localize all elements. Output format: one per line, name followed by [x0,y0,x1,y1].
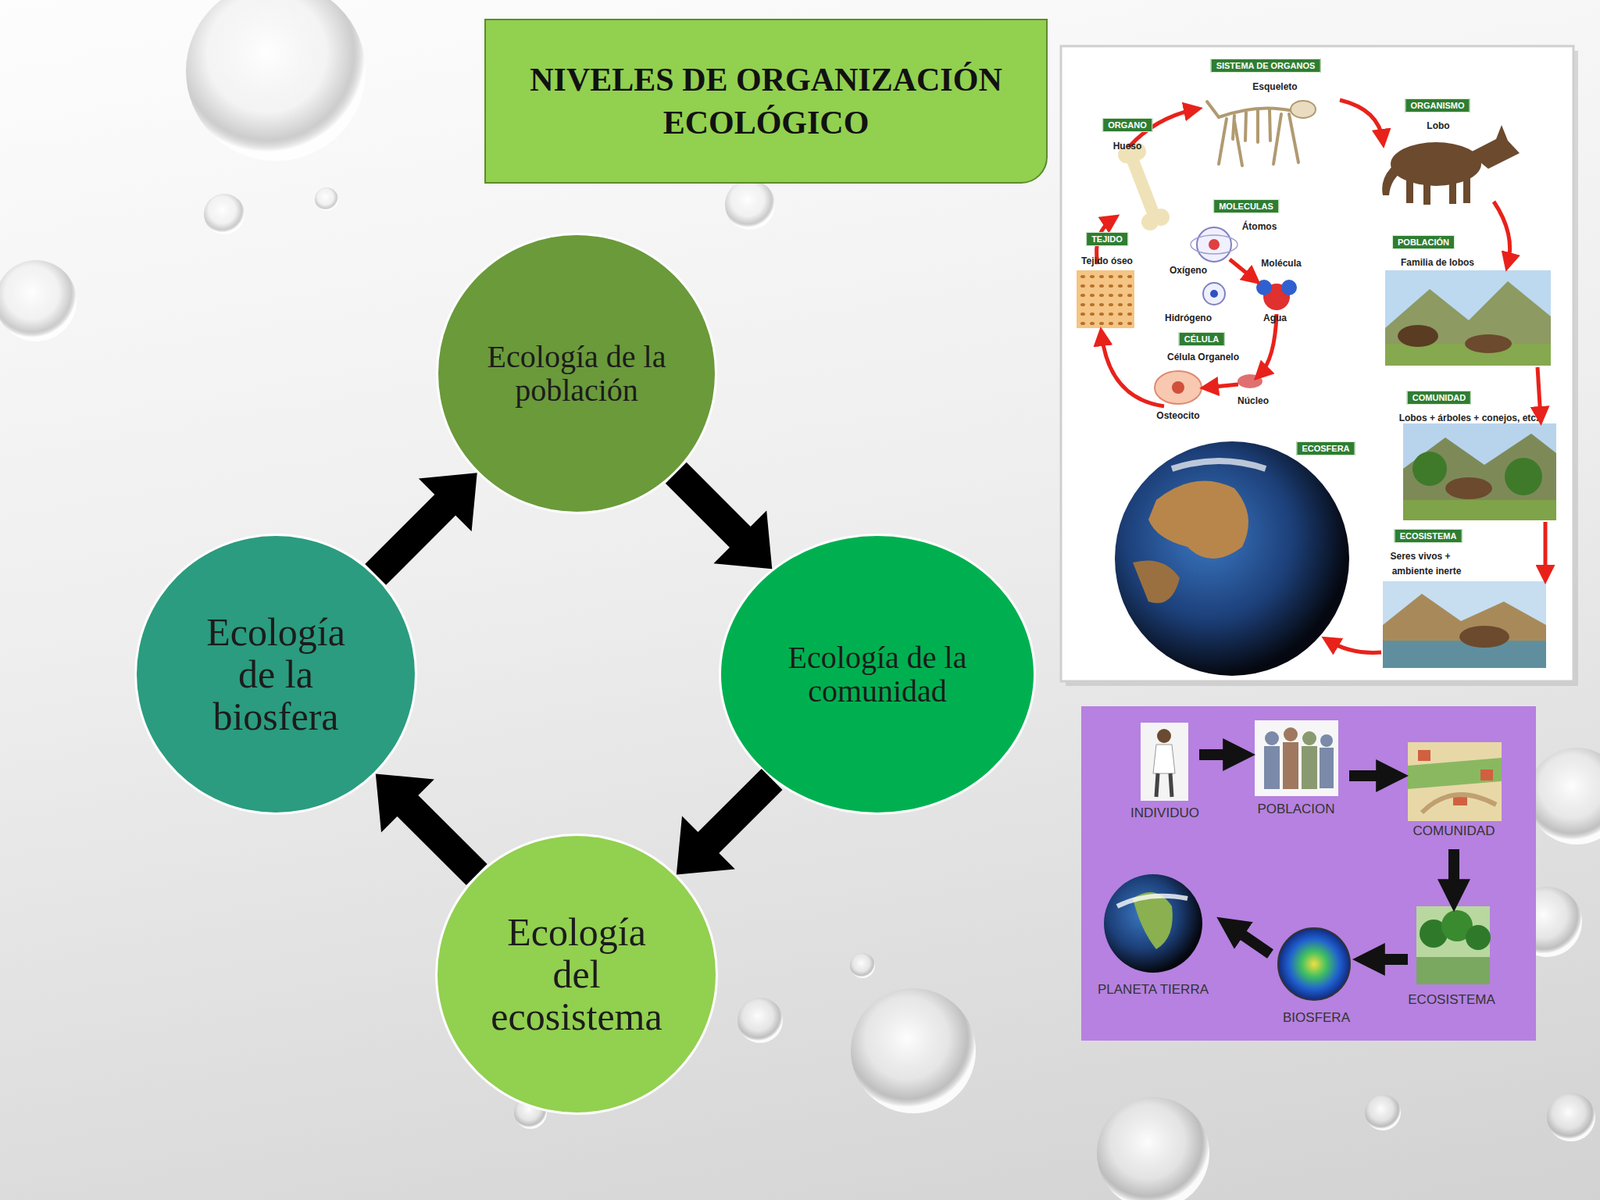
block-arrow [375,774,488,886]
level-tag: ORGANISMO [1404,98,1470,113]
figure-label: POBLACION [1257,801,1335,818]
figure-label: PLANETA TIERRA [1097,982,1209,998]
figure-label: Hidrógeno [1164,312,1212,324]
level-text: Ecología de la comunidad [766,640,990,708]
levels-illustration [1060,46,1579,686]
figure-label: BIOSFERA [1282,1010,1350,1026]
figure-label: ambiente inerte [1392,565,1462,577]
level-tag: SISTEMA DE ORGANOS [1210,58,1322,73]
figure-label: Seres vivos + [1389,550,1450,562]
figure-label: Hueso [1113,140,1143,152]
figure-label: ECOSISTEMA [1407,992,1495,1008]
level-tag: ORGANO [1102,117,1153,133]
level-tag: CÉLULA [1178,332,1225,347]
title-text: NIVELES DE ORGANIZACIÓN ECOLÓGICO [516,58,1017,144]
hierarchy-illustration [1081,706,1536,1041]
arrow-shape [364,472,478,586]
figure-label: Lobo [1426,120,1450,132]
figure-label: Átomos [1242,221,1278,233]
level-text: Ecología de la biosfera [189,610,363,738]
arrow-shape [375,774,488,886]
title-box: NIVELES DE ORGANIZACIÓN ECOLÓGICO [484,18,1048,184]
block-arrow [364,472,478,586]
block-arrow [665,462,773,570]
level-circle: Ecología del ecosistema [435,833,718,1115]
level-tag: POBLACIÓN [1392,235,1455,250]
level-circle: Ecología de la población [435,232,718,515]
level-circle: Ecología de la biosfera [134,533,418,815]
block-arrow [676,768,783,875]
figure-label: Tejido óseo [1081,255,1133,267]
level-tag: TEJIDO [1085,232,1129,247]
figure-label: Agua [1263,312,1287,324]
figure-label: Núcleo [1237,395,1269,407]
level-circle: Ecología de la comunidad [718,533,1036,815]
figure-label: Esqueleto [1252,81,1297,93]
figure-label: COMUNIDAD [1413,823,1496,840]
level-tag: COMUNIDAD [1407,390,1472,405]
figure-label: Familia de lobos [1400,257,1475,268]
figure-label: Molécula [1260,257,1301,269]
level-tag: MOLECULAS [1213,199,1279,214]
level-tag: ECOSISTEMA [1394,528,1463,543]
figure-label: Célula Organelo [1167,351,1240,363]
figure-label: Osteocito [1156,410,1200,422]
arrow-shape [665,462,773,570]
level-text: Ecología de la población [485,339,668,408]
arrow-shape [676,768,783,875]
level-text: Ecología del ecosistema [481,910,673,1038]
level-tag: ECOSFERA [1296,441,1355,456]
figure-label: Lobos + árboles + conejos, etc. [1399,412,1540,424]
figure-label: INDIVIDUO [1130,805,1200,822]
figure-label: Oxígeno [1169,264,1208,276]
